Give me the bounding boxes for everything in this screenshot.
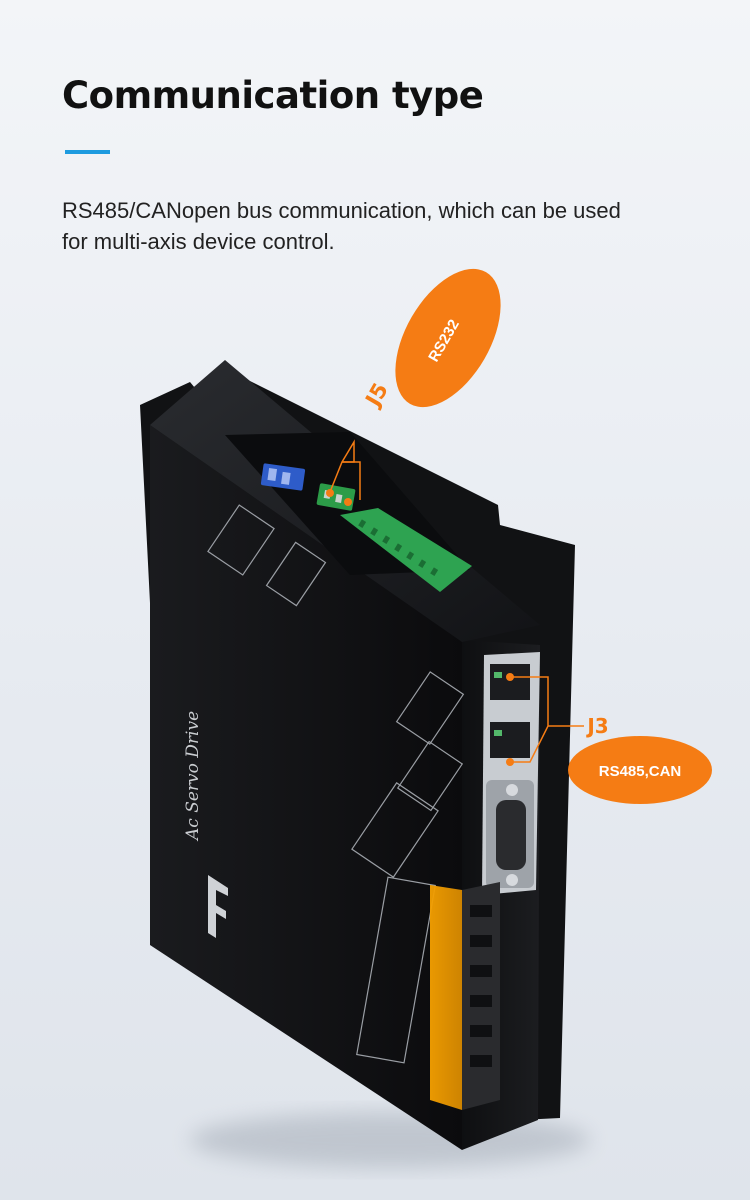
rs485-bubble-label: RS485,CAN: [599, 763, 682, 780]
callout-rs232: RS232 J5: [326, 268, 501, 506]
brand-logo: [208, 875, 228, 938]
power-terminal-block: [430, 885, 462, 1110]
db9-connector: [496, 800, 526, 870]
silkscreen-markings: [207, 504, 465, 1064]
rs232-bubble: [395, 268, 501, 408]
j3-leader-line: [510, 676, 584, 763]
rj45-port-bottom: [490, 722, 530, 758]
device-model-text: Ac Servo Drive: [183, 711, 203, 842]
j5-label: J5: [360, 379, 393, 412]
title-underline: [65, 150, 110, 154]
j3-label: J3: [585, 714, 608, 738]
page-title: Communication type: [62, 74, 484, 117]
device-front-face: [150, 425, 462, 1150]
rs485-bubble: [568, 736, 712, 804]
callout-rs485-can: J3 RS485,CAN: [506, 673, 712, 804]
description-text: RS485/CANopen bus communication, which c…: [62, 198, 621, 254]
rj45-port-top: [490, 664, 530, 700]
